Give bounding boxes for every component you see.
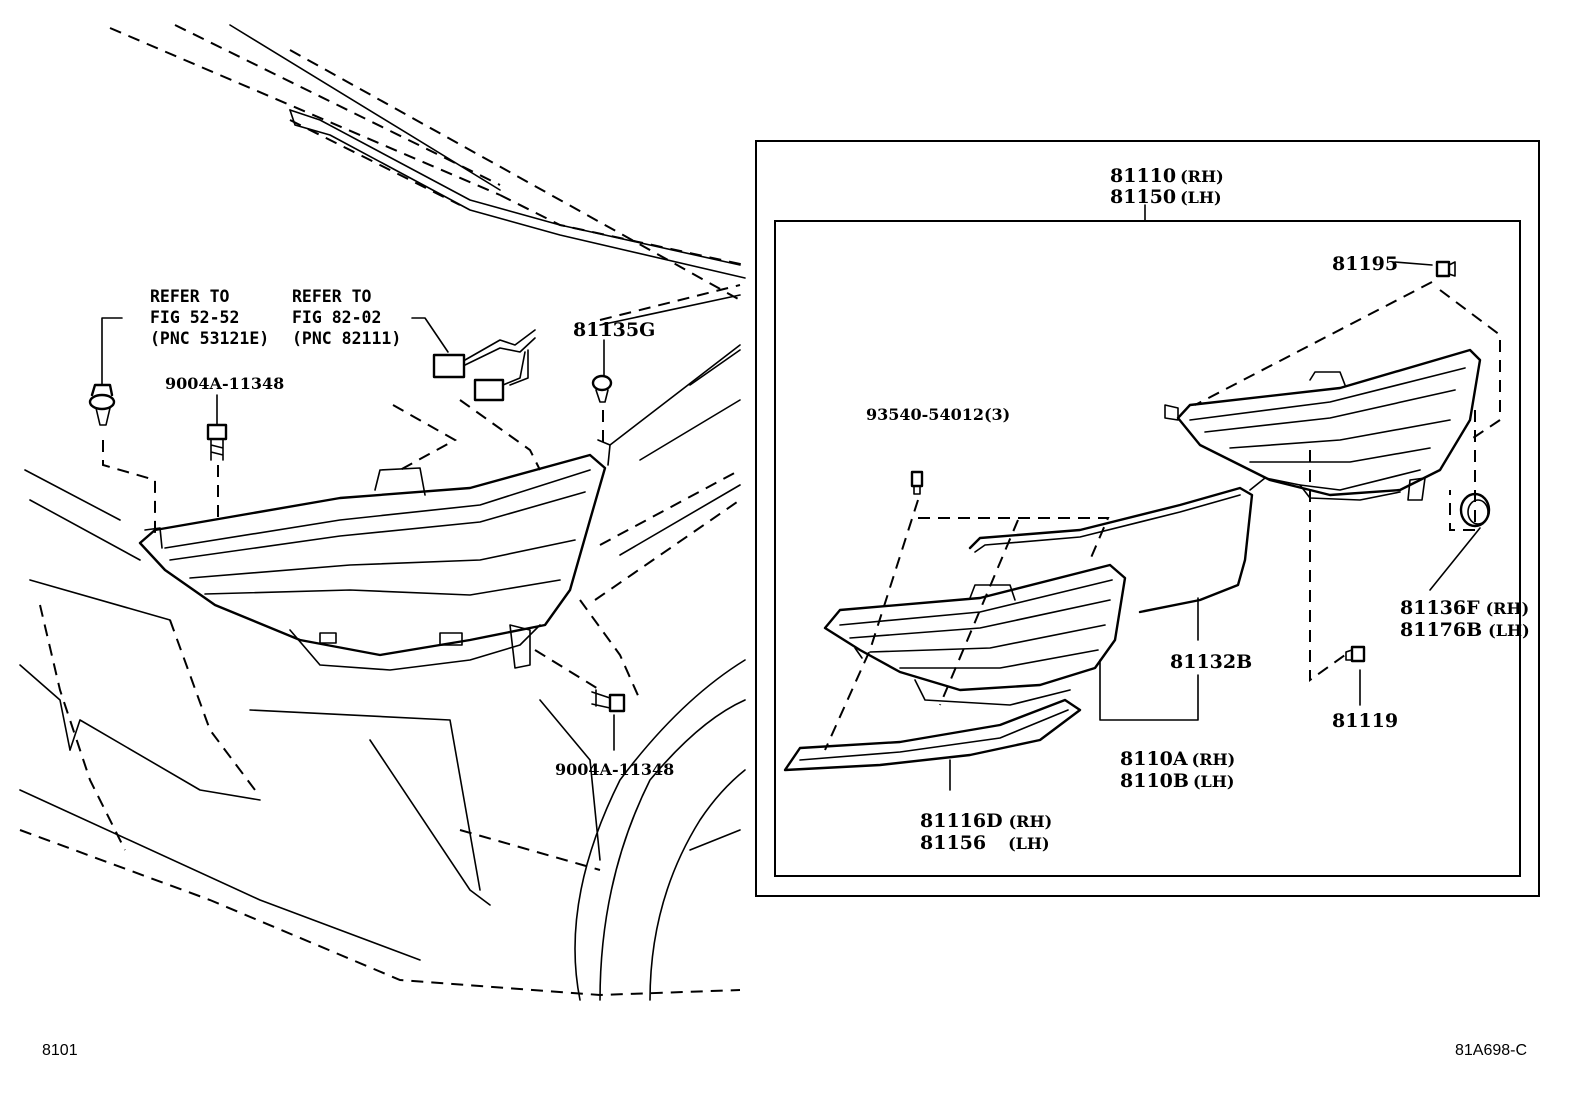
callout-81195[interactable]: 81195: [1332, 253, 1398, 275]
label-refer-fig-82-02[interactable]: REFER TO FIG 82-02 (PNC 82111): [292, 287, 401, 348]
fastener-clip-left: [88, 383, 116, 426]
inner-frame: [774, 220, 1521, 877]
svg-text:(PNC 82111): (PNC 82111): [292, 329, 401, 348]
bolt-9004a-top: [206, 423, 228, 461]
vehicle-body-outline: [19, 24, 746, 997]
svg-text:81116D(RH): 81116D(RH): [920, 810, 1052, 832]
label-refer-fig-52-52[interactable]: REFER TO FIG 52-52 (PNC 53121E): [150, 287, 269, 348]
headlamp-unit-8110a: [823, 563, 1127, 706]
svg-text:8110A(RH): 8110A(RH): [1120, 748, 1235, 770]
screw-93540: [910, 470, 924, 495]
callout-81132b[interactable]: 81132B: [1170, 651, 1252, 673]
leader-lines-left: [101, 317, 741, 751]
callout-8110a-8110b[interactable]: 8110A(RH) 8110B(LH): [1120, 748, 1235, 792]
leader-lines-right: [824, 261, 1501, 791]
svg-text:FIG 52-52: FIG 52-52: [150, 308, 239, 327]
callout-81116d-81156[interactable]: 81116D(RH) 81156(LH): [920, 810, 1052, 854]
figure-number: 8101: [42, 1042, 78, 1059]
svg-text:REFER TO: REFER TO: [292, 287, 372, 306]
vehicle-body-solid: [19, 24, 746, 1001]
callout-9004a-11348-top[interactable]: 9004A-11348: [165, 374, 284, 393]
left-headlamp-assembly: [138, 439, 611, 671]
svg-text:81156(LH): 81156(LH): [920, 832, 1050, 854]
illustration-id: 81A698-C: [1455, 1042, 1527, 1059]
callout-9004a-11348-bottom[interactable]: 9004A-11348: [555, 760, 674, 779]
svg-text:(PNC 53121E): (PNC 53121E): [150, 329, 269, 348]
callout-81135g[interactable]: 81135G: [573, 319, 655, 341]
svg-text:8110B(LH): 8110B(LH): [1120, 770, 1234, 792]
svg-text:81136F(RH): 81136F(RH): [1400, 597, 1529, 619]
svg-text:81110(RH): 81110(RH): [1110, 165, 1224, 187]
screw-81119: [1345, 645, 1366, 663]
bolt-9004a-bottom: [591, 689, 626, 713]
outer-frame: [755, 140, 1540, 897]
headlamp-assembly-rh: [1164, 348, 1482, 501]
callout-93540-54012[interactable]: 93540-54012(3): [866, 405, 1010, 424]
screw-81195: [1435, 260, 1456, 278]
svg-text:81176B(LH): 81176B(LH): [1400, 619, 1530, 641]
harness-connectors: [432, 329, 536, 402]
gasket-81132b: [968, 469, 1421, 614]
svg-text:REFER TO: REFER TO: [150, 287, 230, 306]
callout-81110-81150[interactable]: 81110(RH) 81150(LH): [1110, 165, 1224, 208]
callout-81136f-81176b[interactable]: 81136F(RH) 81176B(LH): [1400, 597, 1530, 641]
bezel-81116d: [783, 698, 1082, 772]
svg-text:FIG 82-02: FIG 82-02: [292, 308, 381, 327]
clip-81135g: [591, 374, 613, 403]
svg-text:81150(LH): 81150(LH): [1110, 186, 1222, 208]
callout-81119[interactable]: 81119: [1332, 710, 1398, 732]
